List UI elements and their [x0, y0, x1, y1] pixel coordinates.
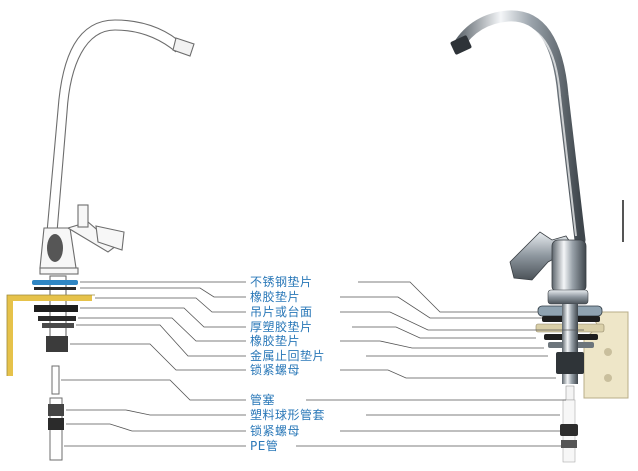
left-handle-lever — [95, 225, 125, 251]
left-lock-nut — [46, 336, 68, 352]
right-faucet-photo — [450, 10, 589, 305]
right-bracket-hole-2 — [604, 374, 612, 382]
left-spout-inner — [56, 29, 177, 233]
label-lock-nut: 锁紧螺母 — [250, 363, 301, 377]
label-bracket-or-countertop: 吊片或台面 — [250, 305, 313, 319]
label-lock-nut-2: 锁紧螺母 — [250, 424, 301, 438]
left-spout — [46, 19, 183, 233]
right-nozzle — [450, 35, 472, 55]
left-stainless-washer — [32, 280, 78, 285]
left-rubber-washer-2 — [38, 316, 76, 321]
left-pipe-plug — [51, 365, 60, 395]
leader-left-8 — [61, 379, 246, 401]
right-body — [551, 239, 587, 293]
left-faucet-drawing — [39, 19, 195, 339]
left-thick-plastic-washer — [34, 305, 78, 312]
left-countertop-edge — [6, 294, 95, 376]
leader-right-3 — [340, 311, 584, 331]
leader-left-7 — [70, 343, 246, 371]
right-base — [547, 289, 589, 305]
right-bracket-hole-1 — [604, 348, 612, 356]
right-ball-sleeve — [560, 424, 578, 436]
leader-right-7 — [340, 369, 556, 379]
left-body-shade — [47, 234, 63, 262]
left-lock-nut-2 — [48, 418, 64, 430]
left-handle-post — [77, 204, 89, 228]
leader-left-2 — [80, 287, 246, 298]
leader-left-4 — [80, 307, 246, 328]
leader-left-3 — [95, 297, 246, 313]
leader-right-5 — [340, 340, 544, 349]
label-rubber-washer-2: 橡胶垫片 — [250, 334, 301, 348]
right-spout — [452, 10, 586, 246]
leader-left-5 — [78, 317, 246, 342]
leader-left-9 — [66, 409, 246, 416]
left-nozzle — [172, 37, 195, 57]
leader-right-2 — [340, 296, 542, 319]
right-pipe-plug — [565, 385, 575, 401]
right-lock-nut — [556, 352, 584, 374]
leader-right-4 — [352, 326, 536, 339]
leader-left-10 — [66, 423, 246, 432]
label-pipe-plug: 管塞 — [250, 393, 276, 407]
left-ball-sleeve — [48, 404, 64, 416]
label-plastic-ball-sleeve: 塑料球形管套 — [250, 408, 326, 422]
right-lock-nut-2 — [561, 440, 577, 448]
left-metal-check-washer — [42, 323, 74, 328]
label-metal-check-washer: 金属止回垫片 — [250, 349, 326, 363]
leader-left-6 — [76, 324, 246, 357]
left-base — [39, 267, 79, 275]
label-rubber-washer: 橡胶垫片 — [250, 290, 301, 304]
leader-right-1 — [358, 281, 538, 313]
label-pe-tube: PE管 — [250, 439, 279, 453]
left-rubber-washer — [34, 287, 76, 290]
right-spout-highlight — [509, 23, 577, 237]
label-thick-plastic-washer: 厚塑胶垫片 — [250, 320, 313, 334]
left-countertop — [7, 295, 92, 376]
label-stainless-steel-washer: 不锈钢垫片 — [250, 275, 313, 289]
leader-lines — [61, 281, 584, 447]
right-edge-mark — [622, 200, 624, 242]
